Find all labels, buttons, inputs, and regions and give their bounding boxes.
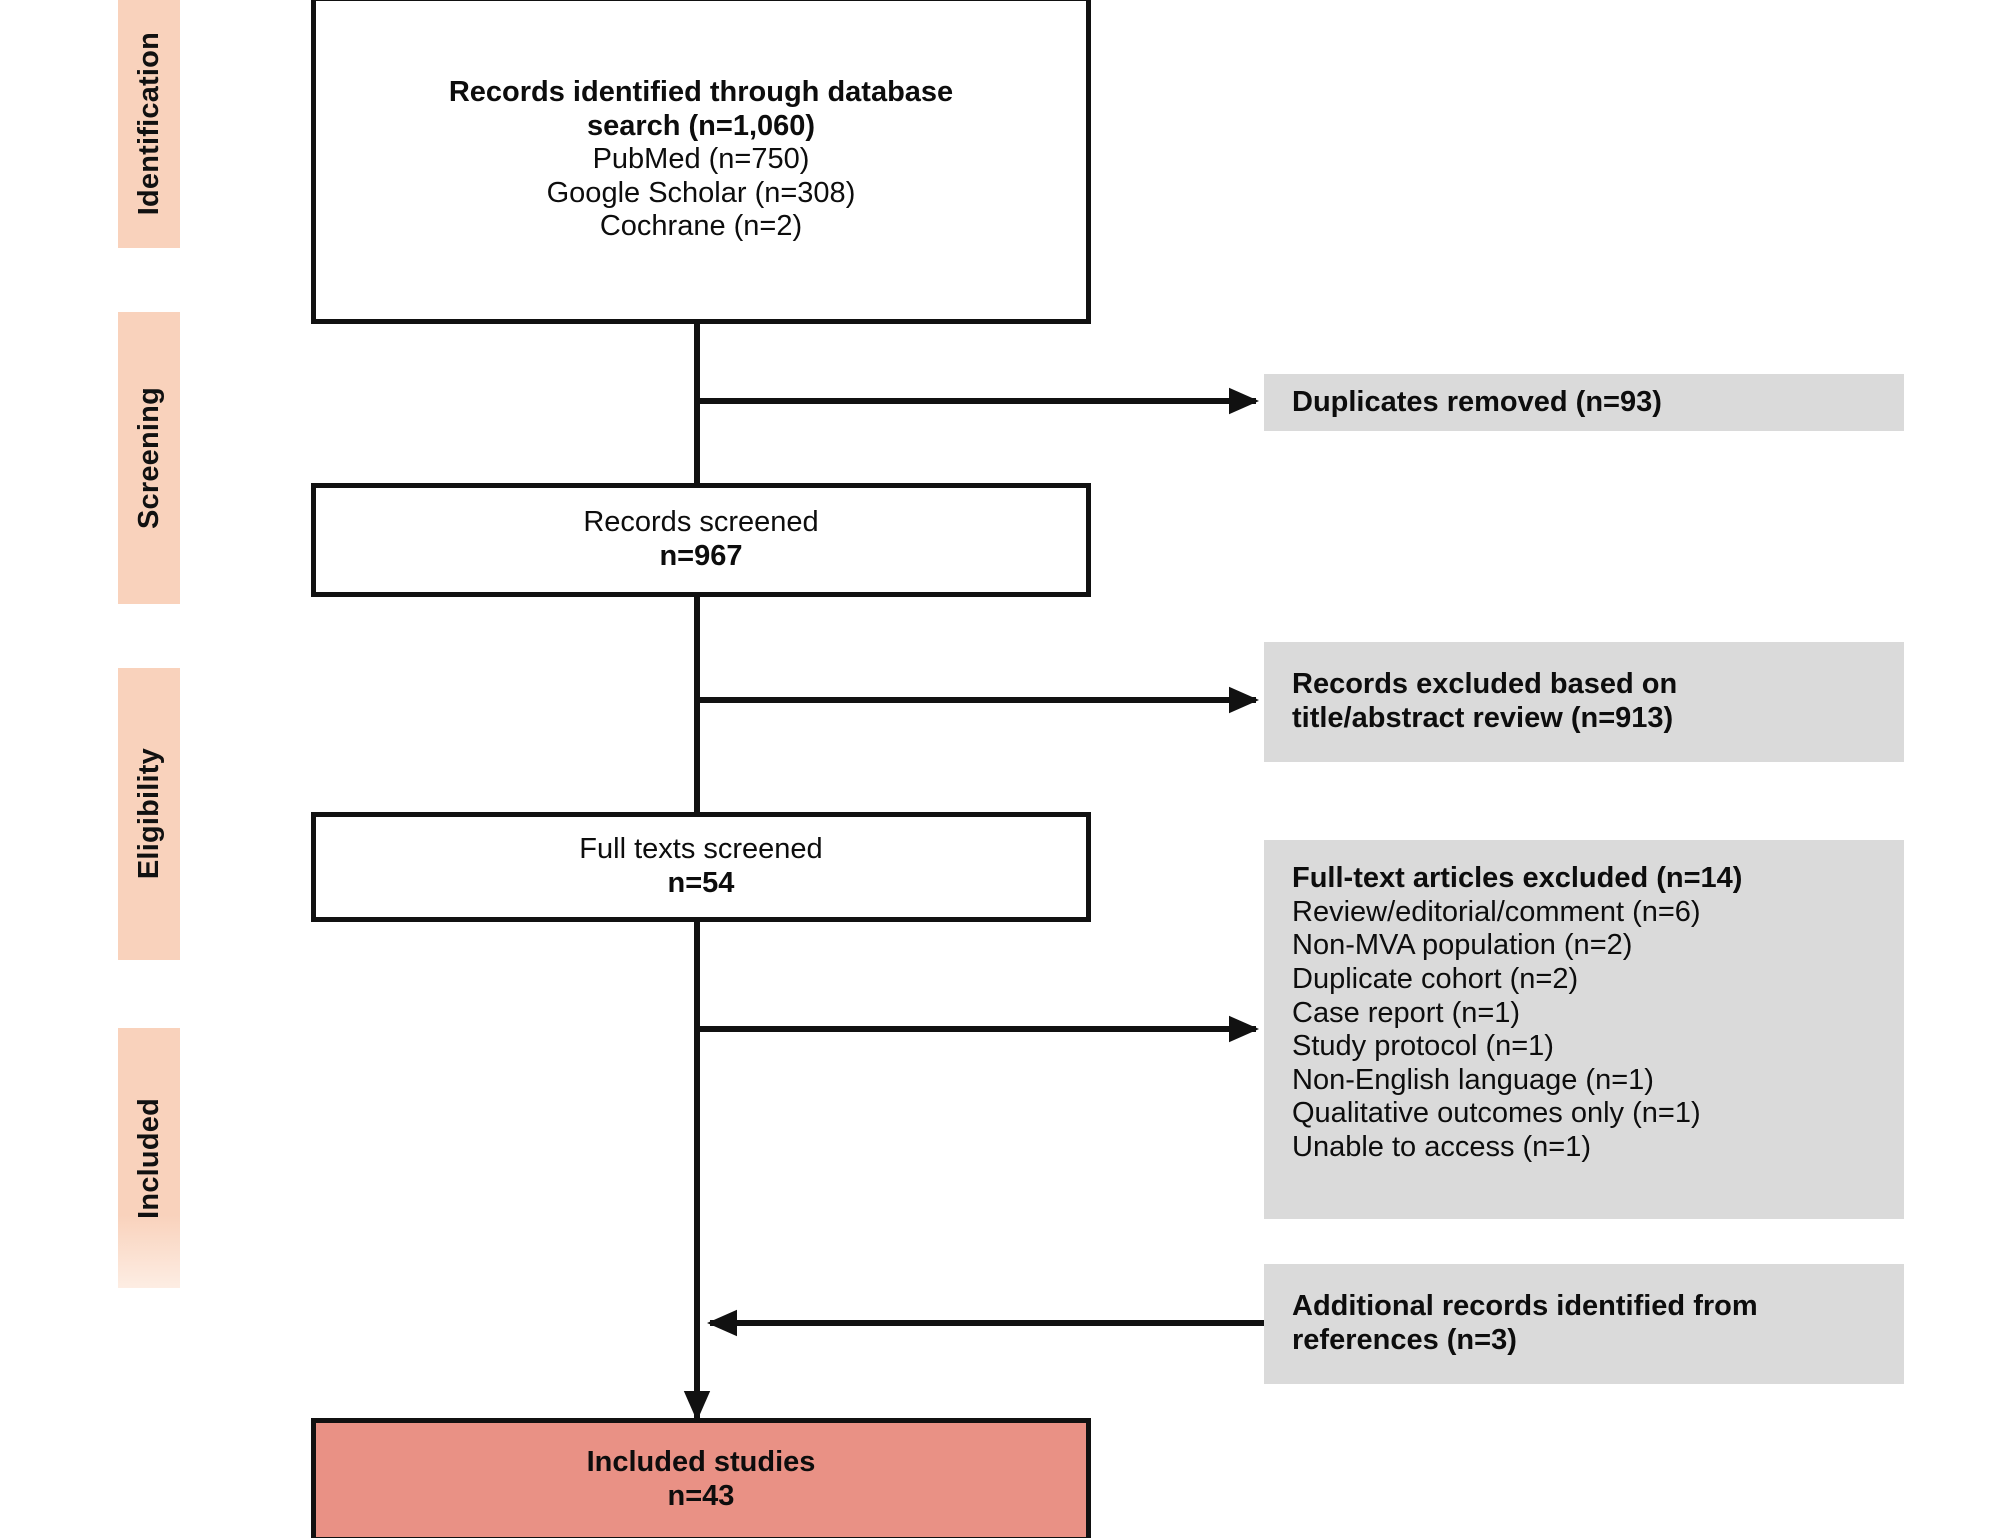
node-line: Duplicates removed (n=93) — [1292, 385, 1662, 418]
phase-rail-eligibility: Eligibility — [118, 668, 180, 960]
node-line: references (n=3) — [1292, 1324, 1517, 1356]
node-line: title/abstract review (n=913) — [1292, 702, 1674, 734]
node-line: n=43 — [667, 1480, 735, 1512]
node-title-abstract-excluded: Records excluded based on title/abstract… — [1264, 642, 1904, 762]
node-line: Full-text articles excluded (n=14) — [1292, 862, 1743, 894]
node-line: Additional records identified from — [1292, 1290, 1758, 1323]
node-line: PubMed (n=750) — [592, 143, 810, 176]
node-line: Included studies — [586, 1446, 816, 1479]
node-line: Qualitative outcomes only (n=1) — [1292, 1097, 1701, 1130]
node-additional-records: Additional records identified from refer… — [1264, 1264, 1904, 1384]
phase-rail-included: Included — [118, 1028, 180, 1288]
node-duplicates-removed: Duplicates removed (n=93) — [1264, 374, 1904, 431]
node-line: Unable to access (n=1) — [1292, 1131, 1592, 1163]
phase-label-included: Included — [132, 1097, 165, 1219]
node-line: Case report (n=1) — [1292, 996, 1521, 1029]
node-records-identified: Records identified through database sear… — [311, 0, 1091, 324]
node-line: Non-MVA population (n=2) — [1292, 929, 1633, 962]
node-included-studies: Included studies n=43 — [311, 1418, 1091, 1538]
node-line: Study protocol (n=1) — [1292, 1030, 1554, 1063]
node-line: search (n=1,060) — [586, 109, 816, 142]
phase-rail-identification: Identification — [118, 0, 180, 248]
node-line: n=54 — [667, 867, 735, 899]
node-line: Records identified through database — [448, 75, 954, 108]
node-line: Non-English language (n=1) — [1292, 1063, 1654, 1096]
phase-label-eligibility: Eligibility — [132, 748, 165, 880]
node-records-screened: Records screened n=967 — [311, 483, 1091, 597]
node-line: Review/editorial/comment (n=6) — [1292, 895, 1701, 928]
phase-label-screening: Screening — [132, 386, 165, 529]
node-line: Duplicate cohort (n=2) — [1292, 962, 1579, 995]
phase-label-identification: Identification — [132, 32, 165, 216]
node-line: Google Scholar (n=308) — [546, 176, 856, 209]
node-fulltext-articles-excluded: Full-text articles excluded (n=14) Revie… — [1264, 840, 1904, 1219]
node-line: n=967 — [659, 540, 743, 572]
phase-rail-screening: Screening — [118, 312, 180, 604]
node-line: Records excluded based on — [1292, 668, 1678, 701]
node-line: Cochrane (n=2) — [599, 210, 803, 243]
node-line: Full texts screened — [579, 833, 823, 866]
node-full-texts-screened: Full texts screened n=54 — [311, 812, 1091, 922]
node-line: Records screened — [583, 506, 819, 539]
